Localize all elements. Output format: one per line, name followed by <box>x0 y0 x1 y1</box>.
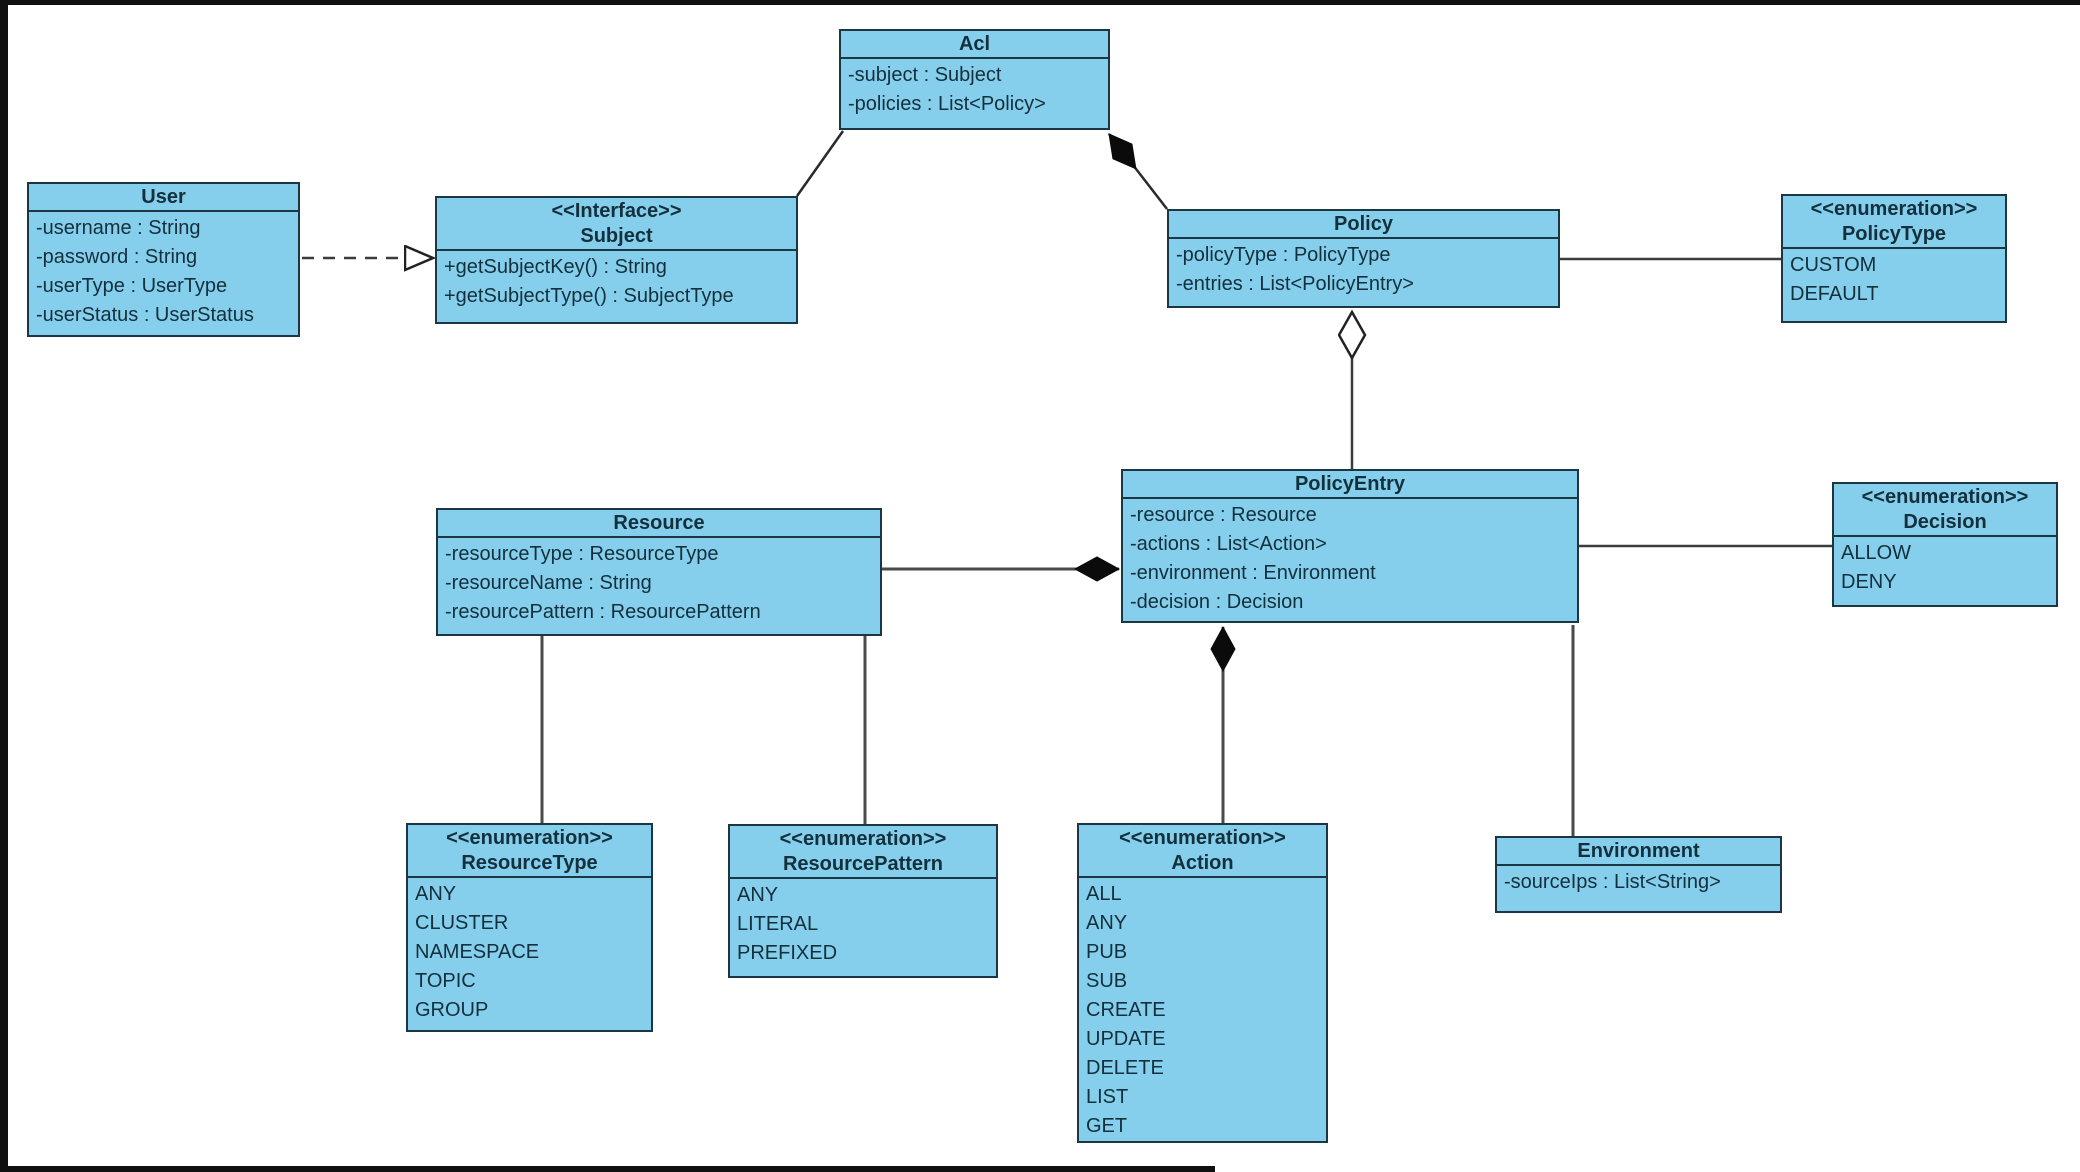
class-title: <<enumeration>> Action <box>1079 825 1326 878</box>
class-name: ResourcePattern <box>782 853 944 875</box>
attribute-list: CUSTOM DEFAULT <box>1783 249 2005 321</box>
stereotype-label: <<enumeration>> <box>779 828 947 850</box>
attribute-line: LITERAL <box>737 913 819 935</box>
class-box-decision[interactable]: <<enumeration>> Decision ALLOW DENY <box>1832 482 2058 607</box>
class-name: PolicyEntry <box>1294 473 1406 495</box>
attribute-line: CUSTOM <box>1790 254 1877 276</box>
class-box-policy[interactable]: Policy -policyType : PolicyType -entries … <box>1167 209 1560 308</box>
class-title: Policy <box>1169 211 1558 239</box>
attribute-line: CREATE <box>1086 999 1166 1021</box>
class-box-policytype[interactable]: <<enumeration>> PolicyType CUSTOM DEFAULT <box>1781 194 2007 323</box>
attribute-line: LIST <box>1086 1086 1129 1108</box>
attribute-line: ANY <box>415 883 457 905</box>
class-title: <<enumeration>> ResourcePattern <box>730 826 996 879</box>
class-title: Resource <box>438 510 880 538</box>
class-name: Decision <box>1903 511 1987 533</box>
attribute-line: -userType : UserType <box>36 275 228 297</box>
class-name: Subject <box>580 225 653 247</box>
attribute-line: GROUP <box>415 999 489 1021</box>
attribute-list: ALLOW DENY <box>1834 537 2056 605</box>
attribute-line: -resourceName : String <box>445 572 652 594</box>
class-box-policyentry[interactable]: PolicyEntry -resource : Resource -actions… <box>1121 469 1579 623</box>
class-box-action[interactable]: <<enumeration>> Action ALL ANY PUB SUB CREAT… <box>1077 823 1328 1143</box>
class-box-subject[interactable]: <<Interface>> Subject +getSubjectKey() :… <box>435 196 798 324</box>
attribute-list: -resourceType : ResourceType -resourceNam… <box>438 538 880 634</box>
attribute-list: ANY LITERAL PREFIXED <box>730 879 996 976</box>
class-name: Environment <box>1577 840 1700 862</box>
composition-acl-policy <box>1108 134 1168 210</box>
attribute-line: -resourceType : ResourceType <box>445 543 719 565</box>
attribute-line: +getSubjectKey() : String <box>444 256 667 278</box>
attribute-line: -sourceIps : List<String> <box>1504 871 1721 893</box>
attribute-line: DEFAULT <box>1790 283 1879 305</box>
screen-edge-top <box>0 0 2080 5</box>
stereotype-label: <<Interface>> <box>551 200 682 222</box>
attribute-line: UPDATE <box>1086 1028 1166 1050</box>
attribute-line: PUB <box>1086 941 1128 963</box>
attribute-list: -sourceIps : List<String> <box>1497 866 1780 911</box>
attribute-list: ALL ANY PUB SUB CREATE UPDATE DELETE LIST GET <box>1079 878 1326 1143</box>
attribute-line: DENY <box>1841 571 1897 593</box>
attribute-line: ANY <box>737 884 779 906</box>
screen-edge-bottom <box>0 1166 1215 1172</box>
attribute-list: ANY CLUSTER NAMESPACE TOPIC GROUP <box>408 878 651 1030</box>
class-title: <<Interface>> Subject <box>437 198 796 251</box>
class-box-user[interactable]: User -username : String -password : Strin… <box>27 182 300 337</box>
class-title: PolicyEntry <box>1123 471 1577 499</box>
class-box-resource[interactable]: Resource -resourceType : ResourceType-re… <box>436 508 882 636</box>
attribute-line: -username : String <box>36 217 201 239</box>
attribute-line: -resource : Resource <box>1130 504 1317 526</box>
attribute-line: SUB <box>1086 970 1128 992</box>
screen-edge-left <box>0 0 8 1172</box>
attribute-line: -entries : List<PolicyEntry> <box>1176 273 1414 295</box>
class-title: Environment <box>1497 838 1780 866</box>
attribute-line: ANY <box>1086 912 1128 934</box>
class-title: <<enumeration>> Decision <box>1834 484 2056 537</box>
class-box-resourcetype[interactable]: <<enumeration>> ResourceType ANY CLUSTER N… <box>406 823 653 1032</box>
attribute-line: -actions : List<Action> <box>1130 533 1327 555</box>
class-name: Acl <box>958 33 991 55</box>
class-title: <<enumeration>> PolicyType <box>1783 196 2005 249</box>
attribute-list: +getSubjectKey() : String +getSubjectType… <box>437 251 796 322</box>
stereotype-label: <<enumeration>> <box>446 827 613 849</box>
attribute-list: -policyType : PolicyType -entries : List<… <box>1169 239 1558 306</box>
attribute-line: ALLOW <box>1841 542 1912 564</box>
class-title: Acl <box>841 31 1108 59</box>
stereotype-label: <<enumeration>> <box>1861 486 2029 508</box>
stereotype-label: <<enumeration>> <box>1119 827 1286 849</box>
attribute-line: TOPIC <box>415 970 476 992</box>
attribute-line: -userStatus : UserStatus <box>36 304 254 326</box>
class-name: Policy <box>1334 213 1393 235</box>
attribute-line: -policyType : PolicyType <box>1176 244 1391 266</box>
class-title: User <box>29 184 298 212</box>
class-name: ResourceType <box>461 852 598 874</box>
attribute-line: -policies : List<Policy> <box>848 93 1046 115</box>
attribute-line: CLUSTER <box>415 912 509 934</box>
attribute-line: DELETE <box>1086 1057 1164 1079</box>
attribute-line: -resourcePattern : ResourcePattern <box>445 601 761 623</box>
attribute-list: -subject : Subject -policies : List<Polic… <box>841 59 1108 128</box>
attribute-line: -decision : Decision <box>1130 591 1304 613</box>
attribute-list: -resource : Resource -actions : List<Acti… <box>1123 499 1577 621</box>
attribute-line: -password : String <box>36 246 198 268</box>
association-acl-subject <box>795 130 845 197</box>
attribute-line: NAMESPACE <box>415 941 540 963</box>
class-name: Resource <box>613 512 705 534</box>
class-name: User <box>141 186 186 208</box>
attribute-line: GET <box>1086 1115 1128 1137</box>
attribute-line: PREFIXED <box>737 942 838 964</box>
attribute-line: ALL <box>1086 883 1122 905</box>
class-box-environment[interactable]: Environment -sourceIps : List<String> <box>1495 836 1782 913</box>
attribute-line: -environment : Environment <box>1130 562 1376 584</box>
stereotype-label: <<enumeration>> <box>1810 198 1978 220</box>
class-name: Action <box>1171 852 1234 874</box>
attribute-list: -username : String -password : String -use… <box>29 212 298 335</box>
class-name: PolicyType <box>1841 223 1947 245</box>
class-title: <<enumeration>> ResourceType <box>408 825 651 878</box>
class-box-acl[interactable]: Acl -subject : Subject -policies : List<P… <box>839 29 1110 130</box>
attribute-line: -subject : Subject <box>848 64 1002 86</box>
attribute-line: +getSubjectType() : SubjectType <box>444 285 734 307</box>
class-box-resourcepattern[interactable]: <<enumeration>> ResourcePattern ANY LITER… <box>728 824 998 978</box>
